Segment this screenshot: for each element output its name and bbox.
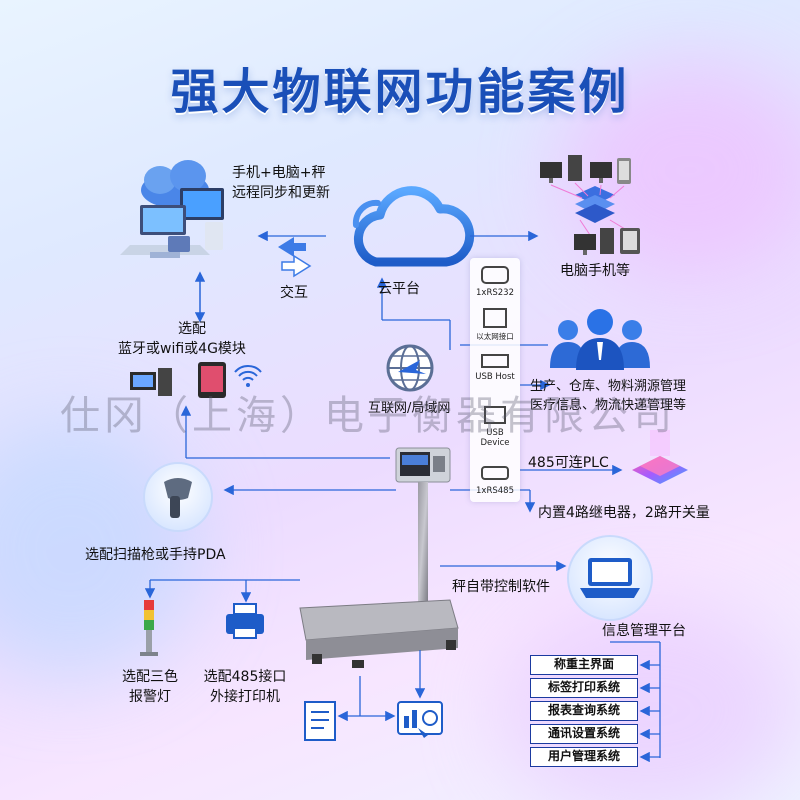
laptop-icon <box>567 535 653 621</box>
system-box-communication: 通讯设置系统 <box>530 724 638 744</box>
system-box-report-query: 报表查询系统 <box>530 701 638 721</box>
trace-label-1: 生产、仓库、物料溯源管理 <box>530 379 687 394</box>
trace-label-2: 医疗信息、物流快递管理等 <box>530 398 687 413</box>
alarm-light-label-1: 选配三色 <box>122 669 178 685</box>
system-box-user-management: 用户管理系统 <box>530 747 638 767</box>
modules-label: 蓝牙或wifi或4G模块 <box>118 341 246 357</box>
glow-left <box>0 420 200 680</box>
port-label-usb-host: USB Host <box>475 372 515 382</box>
watermark: 仕冈（上海）电子衡器有限公司 <box>60 393 676 439</box>
tablet-report-icon <box>397 701 443 738</box>
system-box-label-printing: 标签打印系统 <box>530 678 638 698</box>
port-label-rs232: 1xRS232 <box>476 288 514 298</box>
plc-chip-icon <box>632 430 688 484</box>
relay-label: 内置4路继电器，2路开关量 <box>538 505 710 521</box>
pc-phone-network-illustration <box>540 155 640 255</box>
globe-icon <box>386 344 434 392</box>
scanner-label: 选配扫描枪或手持PDA <box>85 547 226 563</box>
printer-label-2: 外接打印机 <box>210 689 280 705</box>
optional-label: 选配 <box>178 321 206 337</box>
document-icon <box>304 701 336 741</box>
people-icon <box>550 309 650 370</box>
usb-host-port-icon <box>481 354 509 368</box>
alarm-light-label-2: 报警灯 <box>129 689 171 705</box>
page-title: 强大物联网功能案例 <box>170 64 630 120</box>
printer-label-1: 选配485接口 <box>203 669 287 685</box>
exchange-label: 交互 <box>280 285 308 301</box>
cloud-icon <box>352 186 475 267</box>
printer-icon <box>226 603 264 639</box>
info-platform-label: 信息管理平台 <box>602 623 686 639</box>
remote-devices-illustration <box>120 160 224 258</box>
interface-port-strip: 1xRS232 以太网接口 USB Host USB Device 1xRS48… <box>470 258 520 502</box>
scanner-icon <box>143 462 213 532</box>
usb-device-port-icon <box>484 406 506 424</box>
rs232-port-icon <box>481 266 509 284</box>
alarm-light-icon <box>140 600 158 656</box>
remote-sync-label-1: 手机+电脑+秤 <box>232 165 326 181</box>
plc-label: 485可连PLC <box>528 455 609 471</box>
exchange-icon <box>278 237 312 278</box>
internet-label: 互联网/局域网 <box>368 401 451 416</box>
port-label-usb-device: USB Device <box>480 428 510 448</box>
system-box-weighing-main: 称重主界面 <box>530 655 638 675</box>
software-label: 秤自带控制软件 <box>452 579 550 595</box>
cloud-platform-label: 云平台 <box>378 281 420 297</box>
weighing-scale-illustration <box>299 447 459 668</box>
port-label-rs485: 1xRS485 <box>476 486 514 496</box>
pc-phone-label: 电脑手机等 <box>560 263 630 279</box>
ethernet-port-icon <box>483 308 507 328</box>
remote-sync-label-2: 远程同步和更新 <box>232 185 330 201</box>
rs485-port-icon <box>481 466 509 480</box>
modules-devices-illustration <box>130 362 262 398</box>
port-label-ethernet: 以太网接口 <box>476 332 514 341</box>
